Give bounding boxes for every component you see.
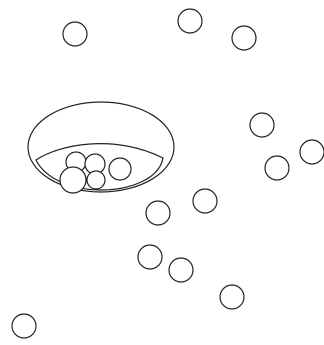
marble bbox=[60, 167, 86, 193]
marble bbox=[109, 158, 131, 180]
marbles-inside-hole bbox=[60, 152, 131, 193]
marble bbox=[178, 9, 202, 33]
marble bbox=[87, 171, 105, 189]
marbles-outside-hole bbox=[12, 9, 324, 338]
marble bbox=[138, 245, 162, 269]
marble bbox=[169, 258, 193, 282]
marble bbox=[232, 26, 256, 50]
marble bbox=[63, 22, 87, 46]
marble bbox=[220, 285, 244, 309]
marble bbox=[146, 201, 170, 225]
marble bbox=[250, 113, 274, 137]
marble bbox=[193, 189, 217, 213]
marble bbox=[300, 140, 324, 164]
marble bbox=[265, 156, 289, 180]
marble bbox=[12, 314, 36, 338]
